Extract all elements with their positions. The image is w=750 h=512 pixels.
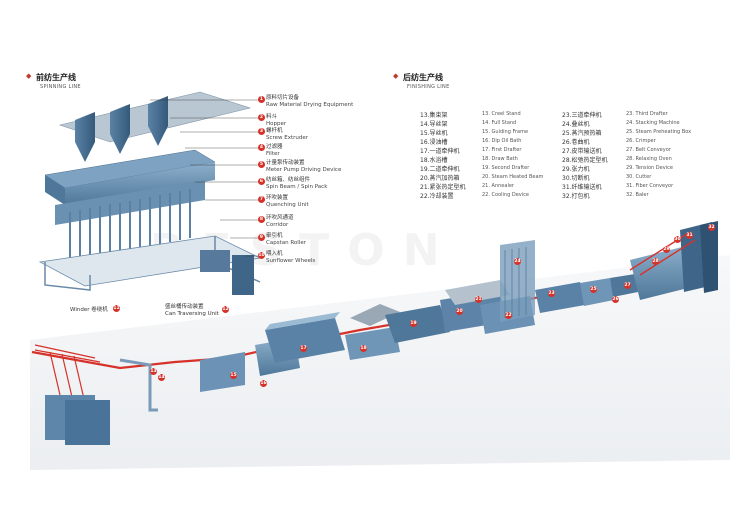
badge-21: 21	[475, 296, 482, 303]
badge-27: 27	[624, 282, 631, 289]
legend-20-en: 20. Steam Heated Beam	[482, 174, 544, 180]
legend-32-zh: 32.打包机	[562, 193, 590, 200]
badge-6: 6	[258, 178, 265, 185]
badge-23: 23	[548, 290, 555, 297]
legend-21-zh: 21.紧张热定型机	[420, 184, 466, 191]
badge-15: 15	[230, 372, 237, 379]
legend-32-en: 32. Baler	[626, 192, 649, 198]
legend-24-en: 24. Stacking Machine	[626, 120, 680, 126]
spinning-tower	[38, 91, 265, 295]
badge-30: 30	[674, 236, 681, 243]
badge-32: 32	[708, 224, 715, 231]
legend-31-zh: 31.纤维输送机	[562, 184, 602, 191]
legend-27-en: 27. Belt Conveyor	[626, 147, 671, 153]
legend-18-en: 18. Draw Bath	[482, 156, 518, 162]
badge-11: 11	[113, 305, 120, 312]
legend-26-zh: 26.卷曲机	[562, 139, 590, 146]
badge-7: 7	[258, 196, 265, 203]
legend-20-zh: 20.蒸汽加热箱	[420, 175, 460, 182]
badge-1: 1	[258, 96, 265, 103]
spinning-bullet: ◆	[26, 72, 32, 80]
legend-29-en: 29. Tension Device	[626, 165, 673, 171]
legend-16-en: 16. Dip Oil Bath	[482, 138, 522, 144]
legend-26-en: 26. Crimper	[626, 138, 656, 144]
badge-13: 13	[150, 368, 157, 375]
legend-13-zh: 13.集束架	[420, 112, 448, 119]
legend-24-zh: 24.叠丝机	[562, 121, 590, 128]
legend-23-zh: 23.三道牵伸机	[562, 112, 602, 119]
badge-19: 19	[410, 320, 417, 327]
legend-29-zh: 29.张力机	[562, 166, 590, 173]
badge-29: 29	[663, 246, 670, 253]
finishing-title: 后纺生产线	[403, 73, 443, 82]
spinning-subtitle: SPINNING LINE	[40, 84, 81, 90]
badge-10: 10	[258, 252, 265, 259]
legend-28-zh: 28.松弛热定型机	[562, 157, 608, 164]
badge-14: 14	[158, 374, 165, 381]
badge-4: 4	[258, 144, 265, 151]
legend-15-zh: 15.导丝机	[420, 130, 448, 137]
legend-21-en: 21. Annealer	[482, 183, 514, 189]
legend-17-en: 17. First Drafter	[482, 147, 522, 153]
can-traversing-label: 盛丝桶传动装置 Can Traversing Unit	[165, 304, 219, 317]
legend-31-en: 31. Fiber Conveyor	[626, 183, 674, 189]
winder-label: Winder 卷绕机	[70, 307, 108, 313]
badge-5: 5	[258, 161, 265, 168]
badge-3: 3	[258, 128, 265, 135]
legend-19-en: 19. Second Drafter	[482, 165, 530, 171]
finishing-subtitle: FINISHING LINE	[407, 84, 450, 90]
badge-28: 28	[652, 258, 659, 265]
badge-12: 12	[222, 306, 229, 313]
legend-14-en: 14. Full Stand	[482, 120, 517, 126]
badge-26: 26	[612, 296, 619, 303]
legend-17-zh: 17.一道牵伸机	[420, 148, 460, 155]
badge-22: 22	[505, 312, 512, 319]
spinning-title: 前纺生产线	[36, 73, 76, 82]
legend-22-en: 22. Cooling Device	[482, 192, 529, 198]
legend-16-zh: 16.浸油槽	[420, 139, 448, 146]
badge-9: 9	[258, 234, 265, 241]
badge-18: 18	[360, 345, 367, 352]
legend-30-en: 30. Cutter	[626, 174, 652, 180]
legend-22-zh: 22.冷却装置	[420, 193, 454, 200]
legend-13-en: 13. Creel Stand	[482, 111, 521, 117]
finishing-machines	[200, 221, 718, 392]
legend-14-zh: 14.导丝架	[420, 121, 448, 128]
badge-24: 24	[514, 258, 521, 265]
badge-17: 17	[300, 345, 307, 352]
legend-25-zh: 25.蒸汽预热箱	[562, 130, 602, 137]
legend-18-zh: 18.水浴槽	[420, 157, 448, 164]
badge-20: 20	[456, 308, 463, 315]
legend-23-en: 23. Third Drafter	[626, 111, 668, 117]
badge-16: 16	[260, 380, 267, 387]
legend-15-en: 15. Guiding Frame	[482, 129, 529, 135]
badge-25: 25	[590, 286, 597, 293]
badge-2: 2	[258, 114, 265, 121]
finishing-bullet: ◆	[393, 72, 399, 80]
legend-27-zh: 27.皮带输送机	[562, 148, 602, 155]
legend-28-en: 28. Relaxing Oven	[626, 156, 672, 162]
legend-19-zh: 19.二道牵伸机	[420, 166, 460, 173]
badge-8: 8	[258, 216, 265, 223]
badge-31: 31	[686, 232, 693, 239]
legend-25-en: 25. Steam Preheating Box	[626, 129, 692, 135]
legend-30-zh: 30.切断机	[562, 175, 590, 182]
